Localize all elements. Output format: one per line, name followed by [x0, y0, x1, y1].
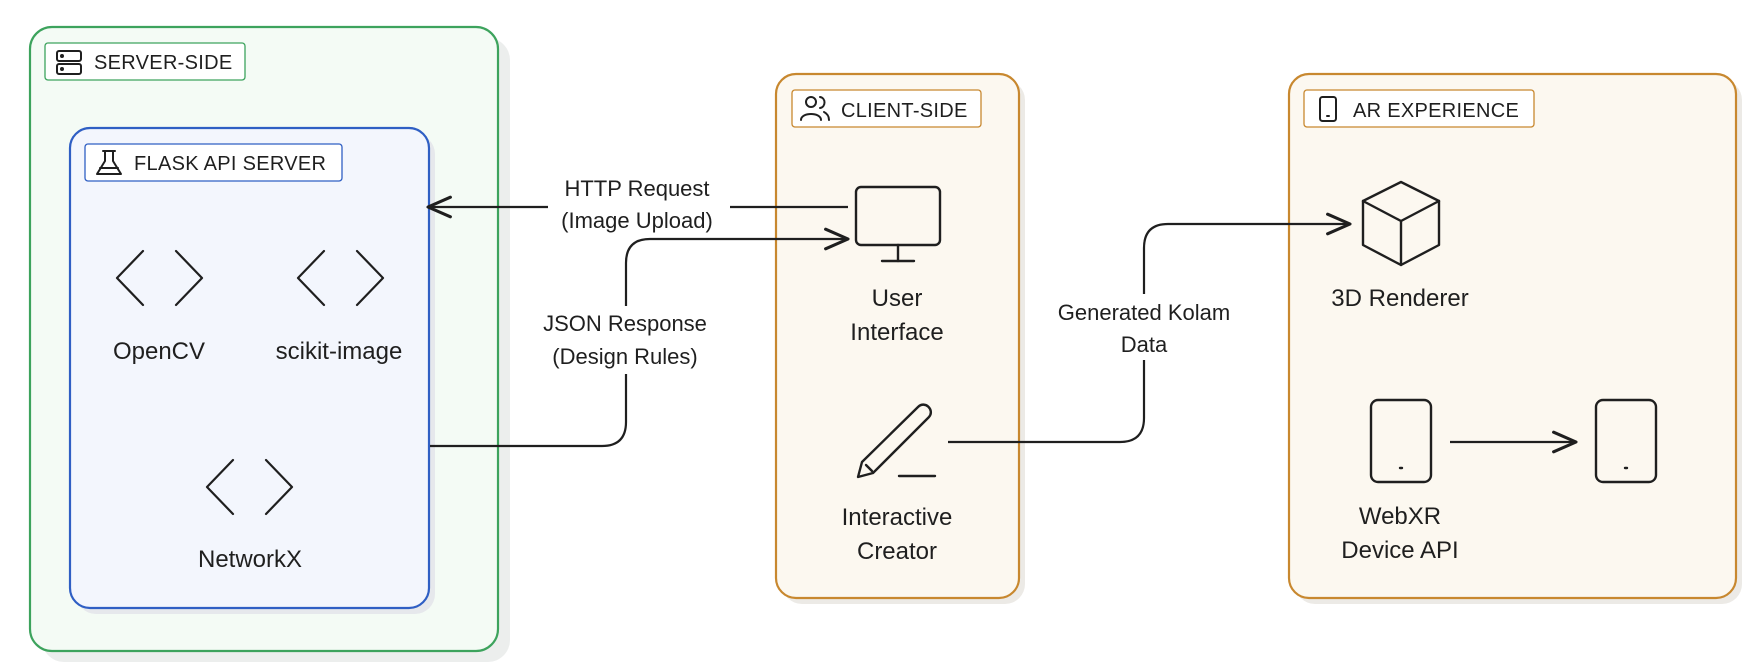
code-icon: [205, 458, 294, 516]
networkx-label: NetworkX: [198, 546, 302, 573]
flask-api-server-label: FLASK API SERVER: [134, 153, 326, 175]
user-interface-label-line2: Interface: [850, 319, 943, 346]
http-request-label-line1: HTTP Request: [564, 176, 709, 201]
opencv-node: OpenCV: [113, 249, 205, 365]
webxr-label-line1: WebXR: [1359, 503, 1441, 530]
server-side-tag: SERVER-SIDE: [44, 42, 246, 81]
flask-api-server-box: [68, 126, 431, 610]
user-interface-node: User Interface: [850, 185, 944, 346]
kolam-data-label-line1: Generated Kolam: [1058, 300, 1230, 325]
scikit-image-label: scikit-image: [276, 338, 403, 365]
3d-renderer-node: 3D Renderer: [1331, 180, 1469, 312]
server-side-label: SERVER-SIDE: [94, 52, 233, 74]
ar-experience-box: [1287, 72, 1738, 600]
client-side-tag: CLIENT-SIDE: [791, 89, 982, 128]
opencv-label: OpenCV: [113, 338, 205, 365]
flask-icon: [96, 150, 122, 175]
server-icon: [56, 50, 82, 75]
interactive-creator-label-line1: Interactive: [842, 504, 953, 531]
http-request-label-line2: (Image Upload): [561, 208, 713, 233]
json-response-label-line1: JSON Response: [543, 311, 707, 336]
client-side-group: CLIENT-SIDE User Interface Interactive C…: [774, 72, 1025, 604]
cube-icon: [1361, 180, 1441, 267]
kolam-data-label-line2: Data: [1121, 332, 1168, 357]
edge-json-response: JSON Response (Design Rules): [430, 227, 850, 448]
webxr-device-api-node: WebXR Device API: [1341, 398, 1459, 564]
monitor-icon: [854, 185, 942, 263]
client-side-label: CLIENT-SIDE: [841, 100, 968, 122]
tablet-icon: [1369, 398, 1433, 484]
pen-icon: [856, 403, 937, 479]
flask-api-server-tag: FLASK API SERVER: [84, 143, 343, 182]
user-interface-label-line1: User: [872, 285, 923, 312]
client-side-box: [774, 72, 1021, 600]
interactive-creator-node: Interactive Creator: [842, 403, 953, 565]
3d-renderer-label: 3D Renderer: [1331, 285, 1468, 312]
users-icon: [800, 96, 830, 121]
json-response-label-line2: (Design Rules): [552, 344, 698, 369]
ar-experience-tag: AR EXPERIENCE: [1303, 89, 1535, 128]
webxr-label-line2: Device API: [1341, 537, 1458, 564]
ar-experience-label: AR EXPERIENCE: [1353, 100, 1519, 122]
edge-http-request: HTTP Request (Image Upload): [426, 172, 848, 238]
ar-experience-group: AR EXPERIENCE 3D Renderer WebXR Device A…: [1287, 72, 1742, 604]
networkx-node: NetworkX: [198, 458, 302, 573]
tablet-icon: [1319, 96, 1337, 122]
code-icon: [296, 249, 385, 307]
flask-api-server-group: FLASK API SERVER OpenCV scikit-image N: [68, 126, 435, 614]
scikit-image-node: scikit-image: [276, 249, 403, 365]
interactive-creator-label-line2: Creator: [857, 538, 937, 565]
code-icon: [115, 249, 204, 307]
device-node: [1594, 398, 1658, 484]
tablet-icon: [1594, 398, 1658, 484]
edge-generated-kolam-data: Generated Kolam Data: [948, 212, 1352, 444]
